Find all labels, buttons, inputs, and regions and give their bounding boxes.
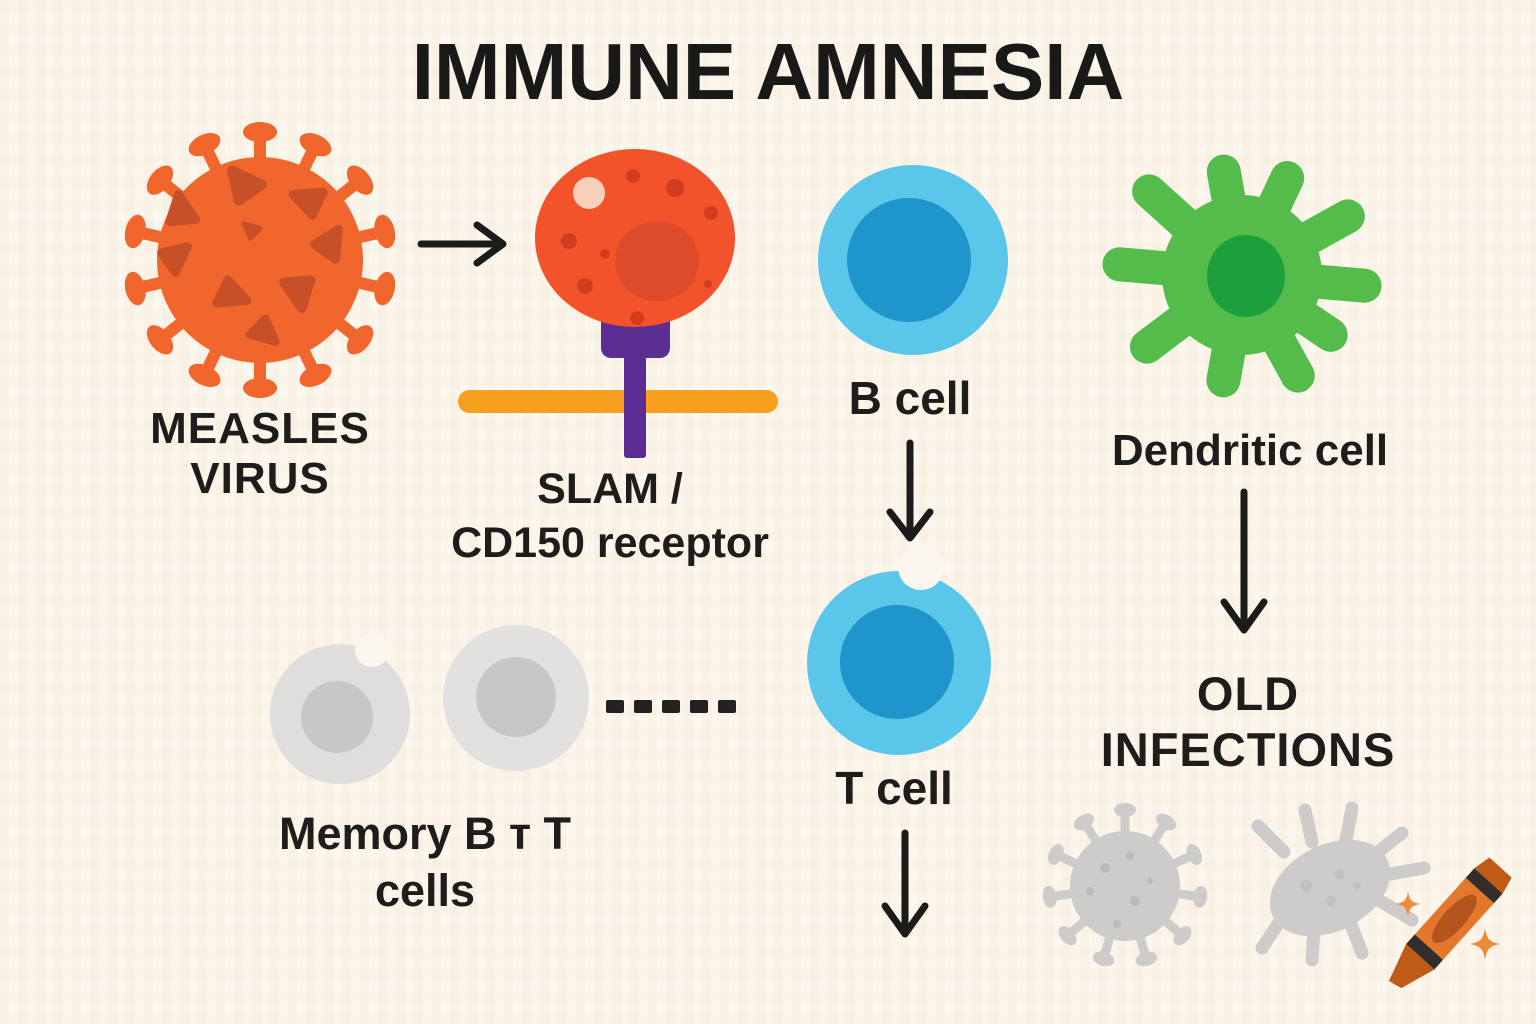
dashed-line-icon xyxy=(606,700,736,713)
slam-receptor-icon xyxy=(601,311,670,458)
cell-membrane-icon xyxy=(458,390,778,413)
b-cell-arrow-down-icon xyxy=(886,439,934,542)
t-cell-arrow-down-icon xyxy=(881,829,929,938)
sparkle-icon xyxy=(1395,891,1501,960)
b-cell-icon xyxy=(818,165,1008,355)
slam-receptor-label-line2: CD150 receptor xyxy=(451,519,769,568)
t-cell-label: T cell xyxy=(835,762,953,814)
dendritic-cell-icon xyxy=(1102,154,1382,398)
arrow-right-icon xyxy=(417,221,507,267)
memory-t-cell-icon xyxy=(443,625,589,771)
measles-virus-label-line2: VIRUS xyxy=(190,454,330,504)
old-infections-label: OLD INFECTIONS xyxy=(1058,666,1438,779)
memory-cells-label-line1: Memory B т T xyxy=(278,808,572,859)
infected-cell-icon xyxy=(535,149,735,327)
measles-virus-icon xyxy=(124,122,396,398)
crayon-icon xyxy=(1388,857,1512,989)
slam-receptor-label-line1: SLAM / xyxy=(537,465,683,513)
measles-virus-label: MEASLES VIRUS xyxy=(90,404,430,504)
b-cell-label: B cell xyxy=(848,372,972,424)
old-infections-label-line2: INFECTIONS xyxy=(1100,723,1396,777)
old-infections-label-line1: OLD xyxy=(1196,667,1300,720)
slam-receptor-label: SLAM / CD150 receptor xyxy=(420,462,800,570)
measles-virus-label-line1: MEASLES xyxy=(150,404,370,453)
dendritic-cell-label: Dendritic cell xyxy=(1111,426,1389,475)
t-cell-icon xyxy=(807,544,991,755)
memory-b-cell-icon xyxy=(270,633,410,784)
page-title: IMMUNE AMNESIA xyxy=(411,27,1125,116)
gray-bacteria-icon xyxy=(1251,801,1431,967)
dendritic-arrow-down-icon xyxy=(1220,488,1268,634)
memory-cells-label: Memory B т T cells xyxy=(235,806,615,919)
memory-cells-label-line2: cells xyxy=(374,864,476,916)
gray-virus-icon xyxy=(1042,803,1208,967)
